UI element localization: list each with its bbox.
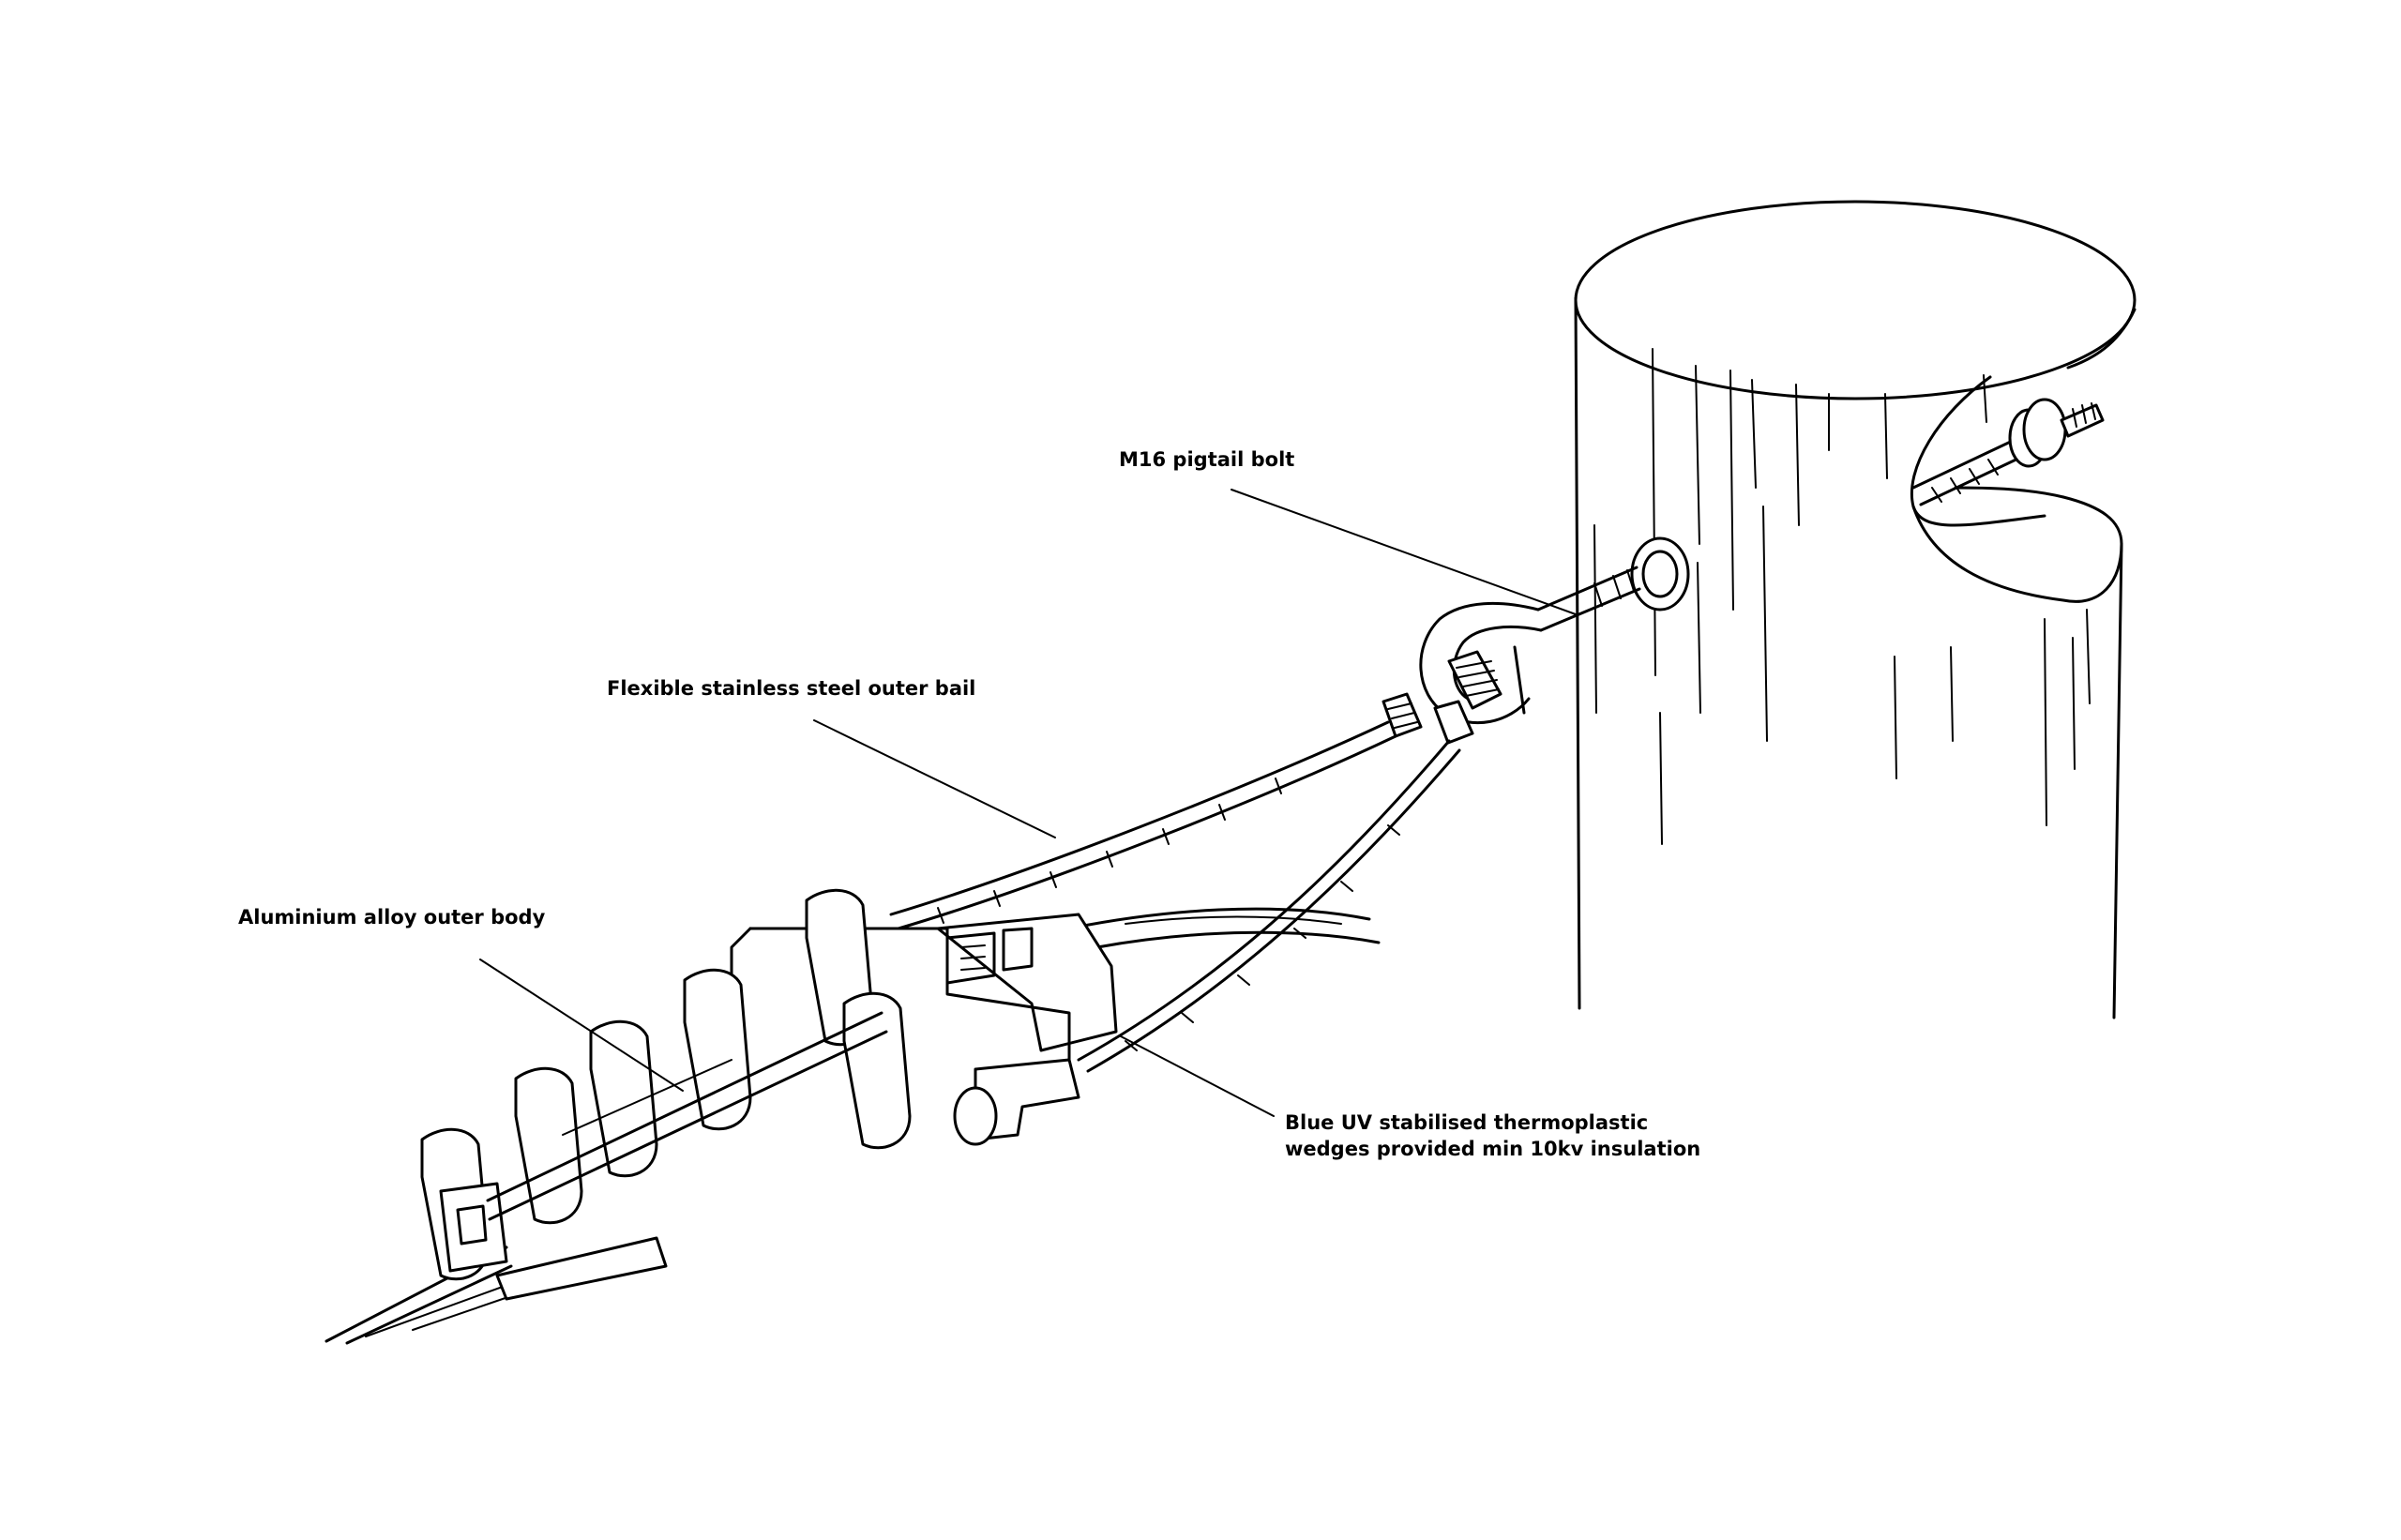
leader-outer-body — [479, 959, 684, 1092]
leader-wedges — [1120, 1035, 1275, 1117]
label-wedges-line2: wedges provided min 10kv insulation — [1285, 1138, 1701, 1160]
leader-lines — [479, 489, 1577, 1117]
cable-thimbles — [1382, 650, 1503, 745]
leader-outer-bail — [813, 719, 1056, 838]
outer-bail — [889, 720, 1461, 1073]
wooden-pole — [1574, 200, 2137, 1019]
pigtail-bolt — [1419, 536, 1690, 725]
label-outer-bail: Flexible stainless steel outer bail — [607, 677, 976, 700]
label-wedges: Blue UV stabilised thermoplastic wedges … — [1285, 1110, 1700, 1162]
label-wedges-line1: Blue UV stabilised thermoplastic — [1285, 1111, 1649, 1134]
leader-pigtail-bolt — [1231, 489, 1577, 615]
label-outer-body: Aluminium alloy outer body — [238, 906, 546, 929]
outer-body — [420, 888, 1080, 1301]
label-pigtail-bolt: M16 pigtail bolt — [1119, 448, 1295, 471]
clamp-wedges — [936, 913, 1118, 1052]
through-bolt — [1911, 398, 2105, 506]
